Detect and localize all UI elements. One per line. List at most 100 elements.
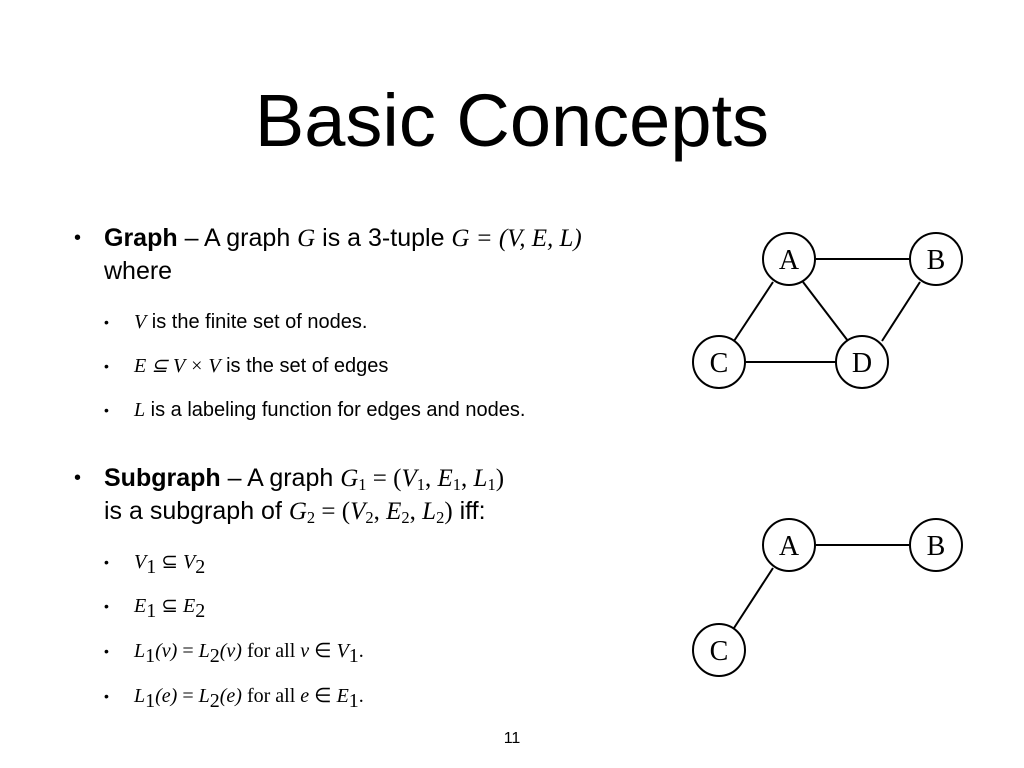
item-symbol: V — [134, 311, 147, 333]
subgraph-term: Subgraph — [104, 464, 221, 492]
var: v — [300, 640, 310, 662]
node-label: B — [927, 245, 946, 276]
sub: 1 — [348, 645, 359, 667]
node-label: D — [852, 348, 872, 379]
sym: E — [134, 595, 147, 617]
sub: 1 — [146, 556, 157, 578]
g1-sub: 1 — [358, 475, 367, 495]
bullet: • — [104, 358, 109, 374]
graph-term: Graph — [104, 224, 178, 252]
graph-definition: • Graph – A graph G is a 3-tuple G = (V,… — [74, 222, 644, 287]
subgraph-cond-node-labels: • L1(v) = L2(v) for all v ∈ V1. — [104, 638, 654, 667]
item-symbol: E ⊆ V × V — [134, 355, 221, 377]
node-c: C — [692, 335, 746, 389]
edge-b-d — [881, 281, 921, 342]
var: e — [300, 685, 310, 707]
item-symbol: L — [134, 399, 146, 421]
rest: for all — [241, 640, 301, 662]
g1: G — [340, 465, 359, 492]
graph-where: where — [104, 257, 173, 285]
iff: iff: — [452, 497, 486, 525]
arg: (v) — [155, 640, 178, 662]
graph-diagram-bottom: A B C — [692, 518, 963, 677]
sym: V — [182, 551, 196, 573]
v1: V — [401, 465, 417, 492]
bullet: • — [104, 554, 109, 570]
e1: E — [437, 465, 453, 492]
comma: , — [425, 465, 438, 492]
e1-sub: 1 — [452, 475, 462, 495]
edge-a-c — [733, 567, 774, 629]
graph-item-edges: • E ⊆ V × V is the set of edges — [104, 353, 654, 379]
sym: L — [134, 640, 146, 662]
node-label: A — [779, 531, 800, 562]
arg: (v) — [219, 640, 242, 662]
subgraph-cond-edge-labels: • L1(e) = L2(e) for all e ∈ E1. — [104, 683, 654, 712]
arg: (e) — [155, 685, 178, 707]
g2-sub: 2 — [306, 508, 316, 528]
item-text: is the set of edges — [220, 355, 389, 377]
l2-sub: 2 — [436, 508, 445, 528]
v1-sub: 1 — [416, 475, 425, 495]
op: ⊆ — [156, 595, 183, 617]
subgraph-definition: • Subgraph – A graph G1 = (V1, E1, L1) i… — [74, 462, 644, 528]
l1-sub: 1 — [487, 475, 496, 495]
bullet: • — [104, 314, 109, 330]
sub: 2 — [195, 600, 206, 622]
subgraph-cond-edges: • E1 ⊆ E2 — [104, 593, 654, 622]
end: . — [358, 640, 364, 662]
sub: 1 — [348, 690, 359, 712]
sym: L — [198, 685, 210, 707]
close: ) — [495, 465, 505, 492]
comma: , — [409, 498, 423, 525]
sub: 2 — [209, 690, 220, 712]
v2-sub: 2 — [365, 508, 374, 528]
bullet: • — [74, 227, 82, 249]
op: ⊆ — [156, 551, 183, 573]
graph-item-labels: • L is a labeling function for edges and… — [104, 397, 654, 423]
l2: L — [422, 498, 437, 525]
set: V — [336, 640, 349, 662]
sym: E — [182, 595, 196, 617]
node-label: C — [710, 636, 729, 667]
bullet: • — [104, 402, 109, 418]
eq: = ( — [366, 465, 402, 492]
subgraph-cond-nodes: • V1 ⊆ V2 — [104, 549, 654, 578]
subgraph-of-text: is a subgraph of — [104, 497, 289, 525]
sub: 2 — [195, 556, 206, 578]
arg: (e) — [219, 685, 242, 707]
eq: = ( — [315, 498, 351, 525]
sub: 1 — [145, 690, 156, 712]
node-label: B — [927, 531, 946, 562]
rest: for all — [241, 685, 301, 707]
g2: G — [288, 498, 307, 525]
sub: 1 — [146, 600, 157, 622]
sub: 1 — [145, 645, 156, 667]
eq: = — [177, 685, 199, 707]
sym: V — [134, 551, 147, 573]
graph-tuple-text: is a 3-tuple — [315, 224, 452, 252]
in: ∈ — [309, 685, 337, 707]
v2: V — [350, 498, 366, 525]
graph-symbol: G — [297, 225, 316, 252]
close: ) — [444, 498, 453, 525]
comma: , — [461, 465, 474, 492]
subgraph-dash: – A graph — [220, 464, 341, 492]
item-text: is a labeling function for edges and nod… — [145, 399, 526, 421]
graph-diagram-top: A B C D — [692, 232, 963, 389]
node-a: A — [762, 232, 816, 286]
bullet: • — [104, 643, 109, 659]
node-a: A — [762, 518, 816, 572]
edge-a-c — [733, 281, 774, 342]
e2-sub: 2 — [401, 508, 410, 528]
comma: , — [373, 498, 387, 525]
in: ∈ — [309, 640, 337, 662]
e2: E — [386, 498, 402, 525]
graph-tuple: G = (V, E, L) — [451, 225, 582, 252]
page-title: Basic Concepts — [254, 79, 770, 162]
graph-item-nodes: • V is the finite set of nodes. — [104, 309, 654, 335]
set: E — [336, 685, 349, 707]
graph-dash: – A graph — [177, 224, 298, 252]
bullet: • — [74, 467, 82, 489]
